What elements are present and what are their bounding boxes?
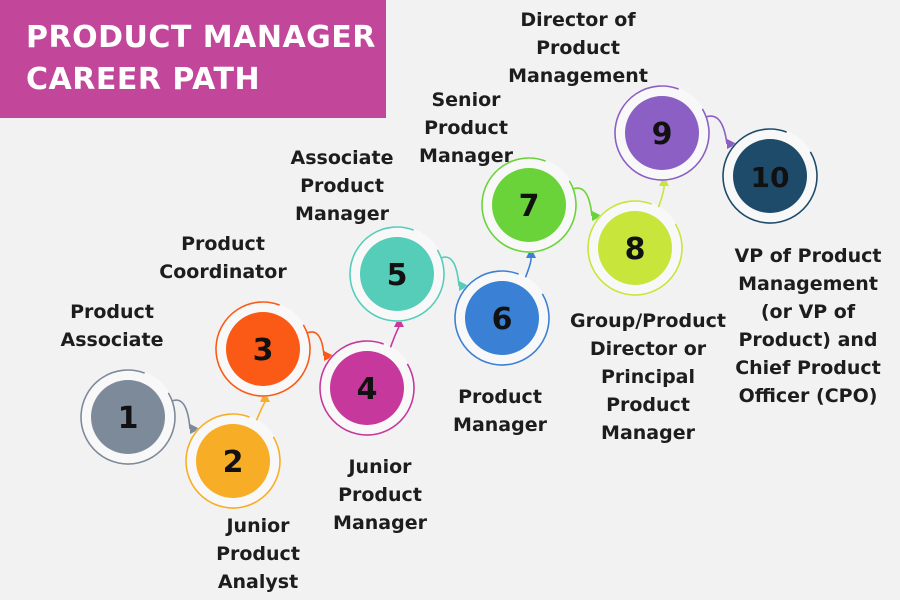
step-2-arrowhead [260,392,270,402]
step-5-circle [360,237,434,311]
step-9-connector [705,115,728,145]
step-5-ring [349,226,445,322]
step-9-ring [614,85,710,181]
step-1-number: 1 [118,401,139,436]
step-3-number: 3 [253,333,274,368]
step-10-circle [733,139,807,213]
step-9-arrowhead [727,139,737,149]
step-3-ring [215,301,311,397]
step-7-ring [481,157,577,253]
step-8-ring [587,200,683,296]
step-7-label: Senior Product Manager [419,89,513,167]
step-7-circle [492,168,566,242]
step-1-connector [171,399,191,430]
step-4: 4 [319,317,415,436]
step-7-number: 7 [519,189,540,224]
step-9-number: 9 [652,117,673,152]
step-5-label: Associate Product Manager [290,147,394,225]
step-6: 6 [454,248,550,366]
step-8-circle [598,211,672,285]
step-4-connector [389,326,400,348]
title-line-1: PRODUCT MANAGER [26,20,376,55]
step-3-connector [306,331,325,357]
step-3-label: Product Coordinator [159,233,287,283]
step-2-label: Junior Product Analyst [216,515,300,593]
step-2-ring [185,413,281,509]
step-8: 8 [587,176,683,296]
step-2-connector [255,401,266,421]
step-1-arrowhead [190,424,200,434]
step-6-ring [454,270,550,366]
step-6-circle [465,281,539,355]
step-10-ring [722,128,818,224]
step-5-arrowhead [459,281,469,291]
step-1-label: Product Associate [60,301,164,351]
step-1: 1 [80,369,200,465]
step-10-label: VP of Product Management (or VP of Produ… [734,245,882,407]
step-9-circle [625,96,699,170]
step-4-label: Junior Product Manager [333,456,427,534]
title-line-2: CAREER PATH [26,62,261,97]
step-9: 9 [614,85,737,181]
step-4-circle [330,351,404,425]
step-7-arrowhead [592,211,602,221]
step-4-ring [319,340,415,436]
step-1-circle [91,380,165,454]
step-5-number: 5 [387,258,408,293]
step-5-connector [440,256,460,287]
step-6-number: 6 [492,302,513,337]
step-8-connector [657,185,665,208]
step-2-number: 2 [223,445,244,480]
step-6-arrowhead [526,248,536,258]
step-3-arrowhead [324,351,334,361]
step-8-arrowhead [659,176,669,186]
step-10-number: 10 [751,161,790,194]
step-10: 10 [722,128,818,224]
step-7: 7 [481,157,602,253]
step-8-number: 8 [625,232,646,267]
step-1-ring [80,369,176,465]
step-3: 3 [215,301,334,397]
step-4-number: 4 [357,372,378,407]
step-9-label: Director of Product Management [508,9,648,87]
step-2-circle [196,424,270,498]
step-4-arrowhead [394,317,404,327]
step-7-connector [572,187,593,217]
title-banner: PRODUCT MANAGER CAREER PATH [0,0,386,118]
step-3-circle [226,312,300,386]
step-5: 5 [349,226,469,322]
step-2: 2 [185,392,281,509]
step-6-connector [524,257,532,278]
step-6-label: Product Manager [453,386,547,436]
step-8-label: Group/Product Director or Principal Prod… [570,310,726,444]
